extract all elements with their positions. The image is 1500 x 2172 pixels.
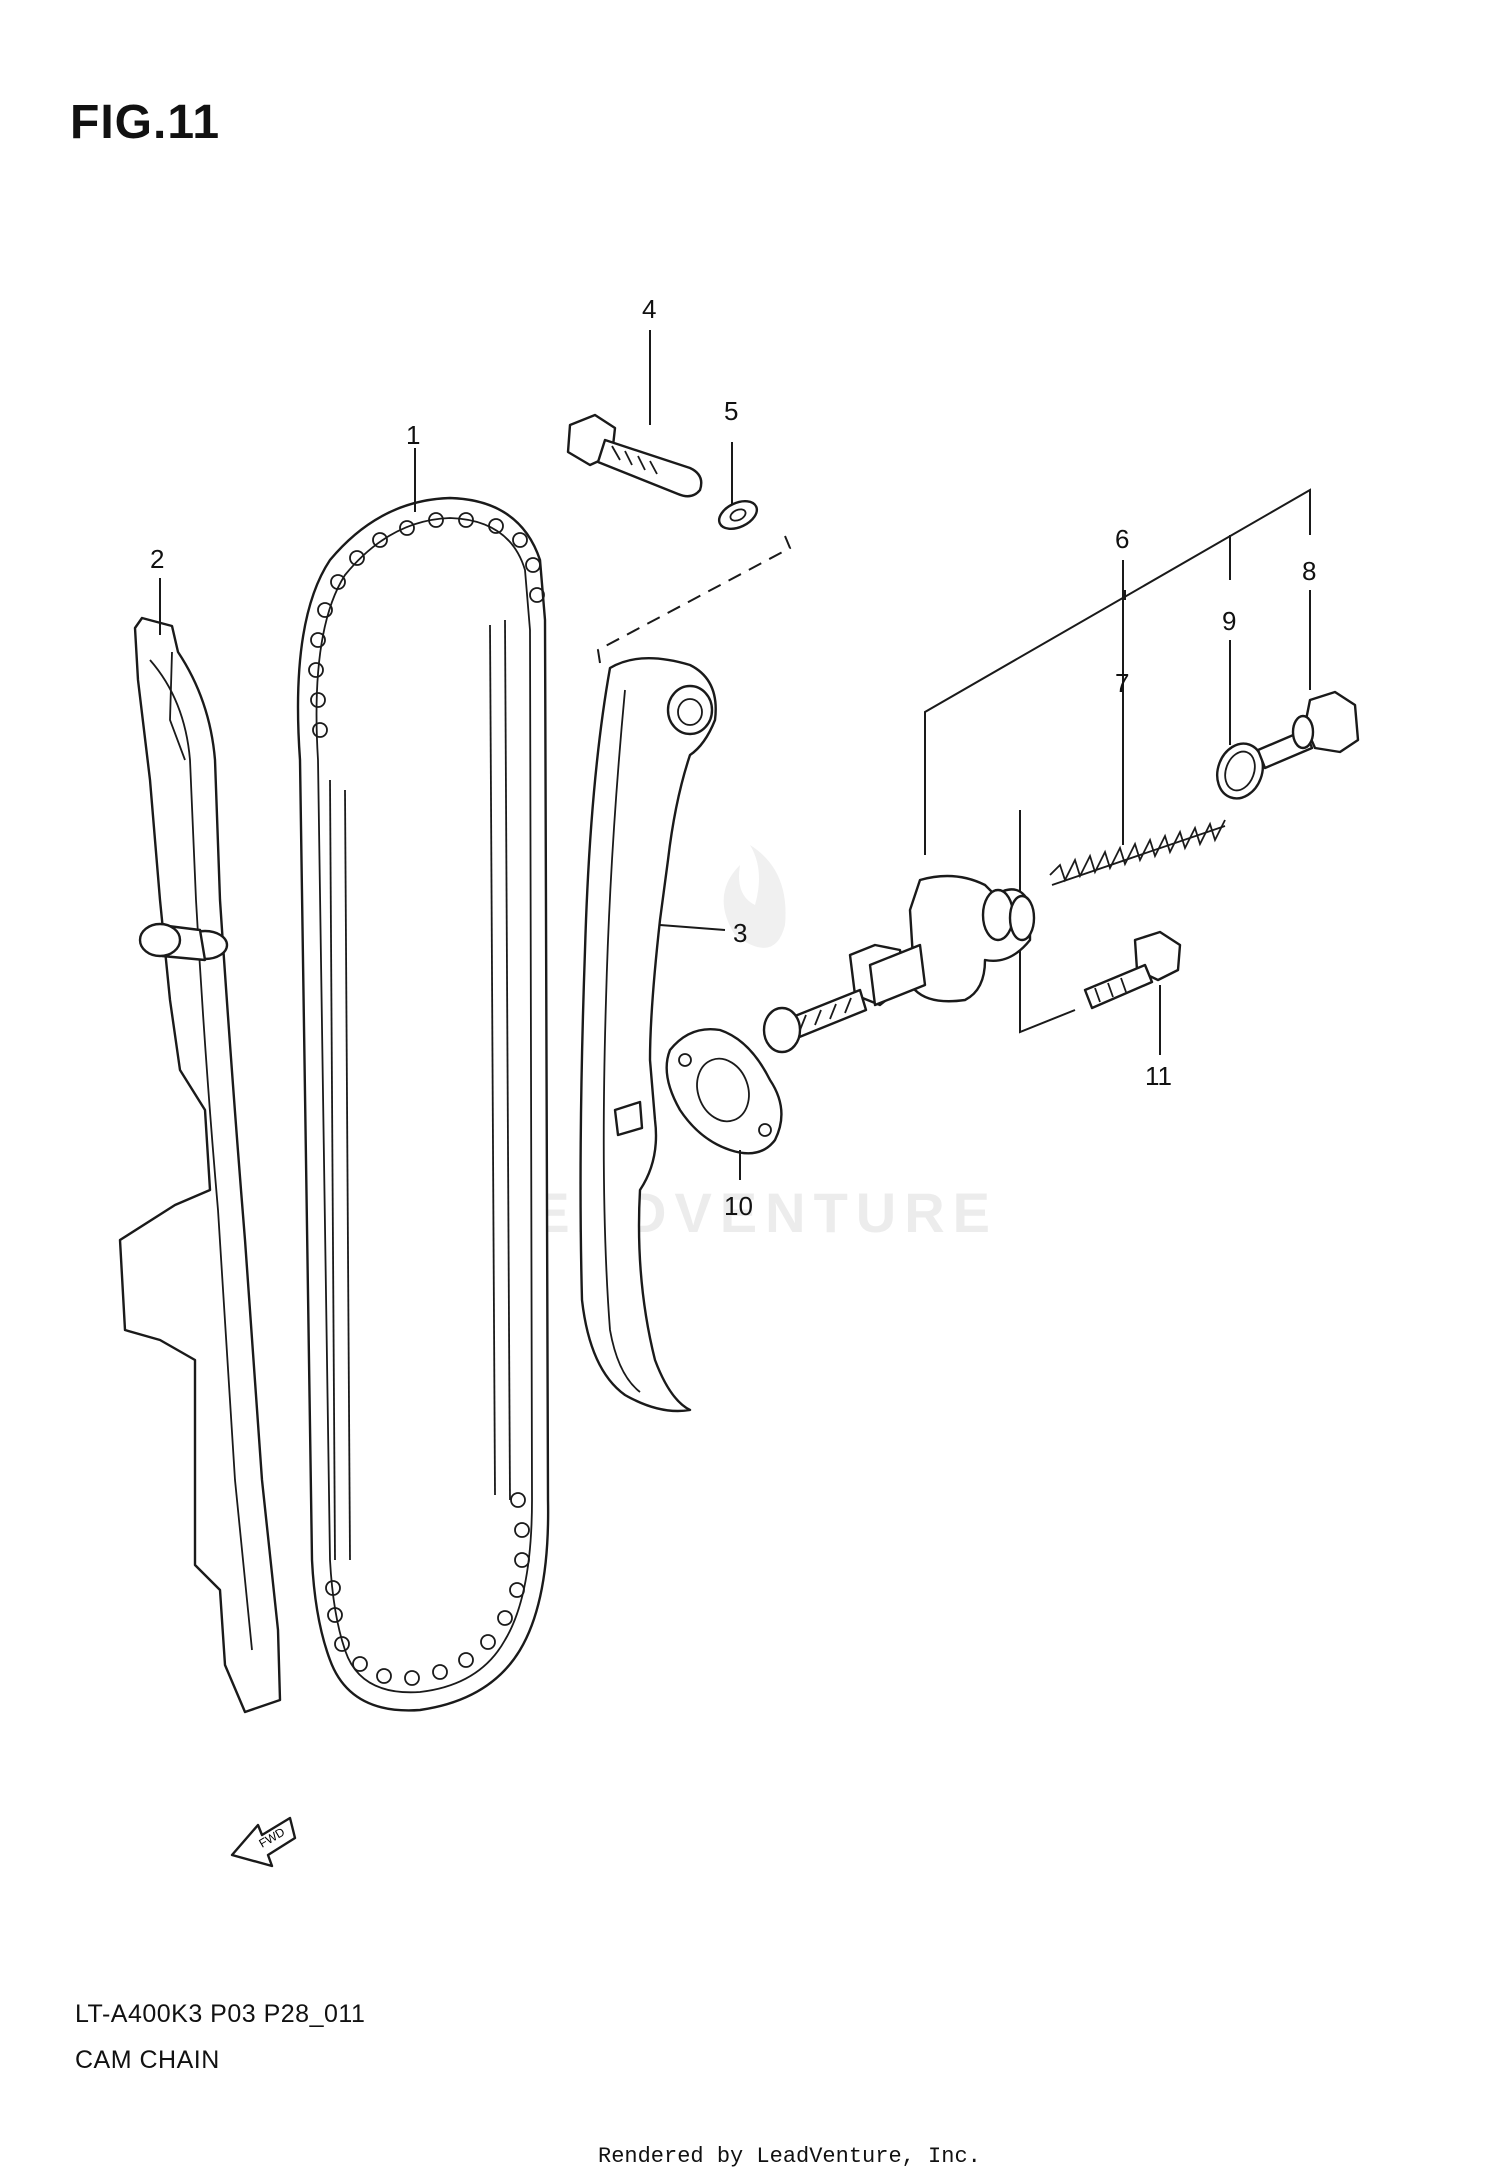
- callout-labels: 1 2 3 4 5 6 7 8 9 10 11: [150, 294, 1316, 1221]
- mounting-bolt-icon[interactable]: [1083, 930, 1182, 1010]
- model-code: LT-A400K3 P03 P28_011: [75, 2000, 366, 2028]
- callout-7: 7: [1115, 668, 1129, 698]
- tensioner-guide-icon[interactable]: [579, 657, 717, 1413]
- spring-icon[interactable]: [1049, 819, 1226, 886]
- callout-1: 1: [406, 420, 420, 450]
- figure-caption: CAM CHAIN: [75, 2046, 220, 2074]
- chain-guide-icon[interactable]: [118, 616, 282, 1714]
- callout-11: 11: [1145, 1061, 1172, 1091]
- callout-3: 3: [733, 918, 747, 948]
- assembly-line-3-5: [596, 535, 792, 664]
- leader-lines: [159, 330, 1311, 1180]
- forward-direction-icon: FWD: [230, 1816, 297, 1868]
- cap-bolt-icon[interactable]: [1256, 690, 1360, 770]
- tensioner-body-icon[interactable]: [762, 874, 1036, 1054]
- figure-title: FIG.11: [70, 96, 221, 149]
- gasket-ring-icon[interactable]: [1210, 737, 1270, 805]
- callout-8: 8: [1302, 556, 1316, 586]
- callout-4: 4: [642, 294, 656, 324]
- gasket-icon[interactable]: [665, 1028, 783, 1155]
- render-credit: Rendered by LeadVenture, Inc.: [598, 2144, 981, 2169]
- watermark: LEADVENTURE: [490, 845, 998, 1244]
- washer-icon[interactable]: [715, 496, 761, 535]
- callout-5: 5: [724, 396, 738, 426]
- callout-2: 2: [150, 544, 164, 574]
- callout-9: 9: [1222, 606, 1236, 636]
- callout-10: 10: [724, 1191, 753, 1221]
- watermark-text: LEADVENTURE: [490, 1181, 998, 1244]
- assembly-bracket-6: [924, 488, 1311, 1034]
- cam-chain-icon[interactable]: [296, 496, 550, 1712]
- callout-6: 6: [1115, 524, 1129, 554]
- pivot-bolt-icon[interactable]: [566, 413, 703, 498]
